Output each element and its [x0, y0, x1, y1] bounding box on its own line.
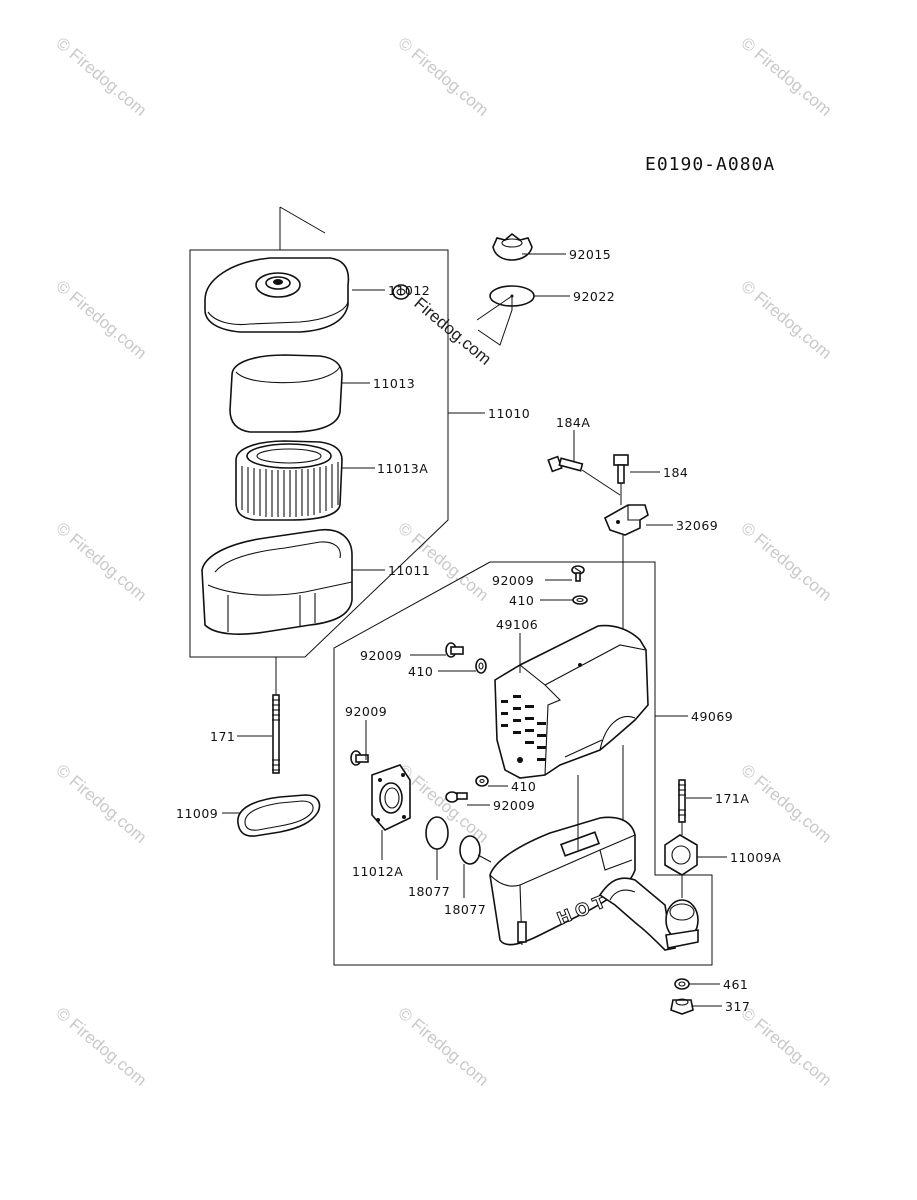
watermark: © Firedog.com	[52, 761, 150, 847]
exhaust-flange	[371, 764, 411, 831]
screen-disc-2	[459, 835, 481, 865]
part-label-410: 410	[509, 593, 534, 608]
breather-cap	[492, 232, 533, 261]
part-label-11013A: 11013A	[377, 461, 428, 476]
part-label-11009A: 11009A	[730, 850, 781, 865]
part-label-92009: 92009	[360, 648, 402, 663]
watermark-layer: © Firedog.com © Firedog.com © Firedog.co…	[52, 34, 835, 1090]
part-label-461: 461	[723, 977, 748, 992]
watermark: © Firedog.com	[737, 1004, 835, 1090]
watermark: © Firedog.com	[52, 519, 150, 605]
part-label-11009: 11009	[176, 806, 218, 821]
screw-left	[445, 642, 464, 658]
paper-element	[235, 440, 343, 521]
nut-461	[674, 978, 690, 990]
watermark-center: Firedog.com	[410, 294, 495, 369]
air-cleaner-base	[201, 529, 353, 635]
bolt-184a	[547, 455, 621, 496]
washer-top	[572, 595, 588, 605]
washer-lower	[475, 775, 489, 787]
part-label-11013: 11013	[373, 376, 415, 391]
muffler-cover	[494, 624, 649, 779]
pipe-gasket	[664, 834, 698, 876]
part-label-184: 184	[663, 465, 688, 480]
diagram-code: E0190-A080A	[645, 154, 775, 175]
part-label-171: 171	[210, 729, 235, 744]
watermark: © Firedog.com	[52, 1004, 150, 1090]
stud-bolt	[272, 657, 280, 774]
part-label-18077: 18077	[444, 902, 486, 917]
watermark: © Firedog.com	[394, 1004, 492, 1090]
air-cleaner-frame	[189, 206, 449, 658]
watermark: © Firedog.com	[737, 34, 835, 120]
watermark: © Firedog.com	[394, 34, 492, 120]
watermark: © Firedog.com	[52, 277, 150, 363]
washer-left	[475, 658, 487, 674]
muffler-frame	[333, 561, 713, 966]
bolt-184	[613, 454, 629, 505]
screen-disc-1	[425, 816, 449, 850]
part-label-92009: 92009	[345, 704, 387, 719]
stud-171a	[678, 779, 686, 835]
wing-nut	[392, 284, 410, 300]
pre-cleaner-element	[229, 354, 343, 433]
part-label-92009: 92009	[493, 798, 535, 813]
gasket	[237, 794, 321, 837]
part-label-92009: 92009	[492, 573, 534, 588]
watermark: © Firedog.com	[737, 277, 835, 363]
nut-317	[670, 998, 694, 1015]
part-label-410: 410	[511, 779, 536, 794]
part-label-171A: 171A	[715, 791, 749, 806]
air-cleaner-cover	[204, 257, 350, 333]
breather-plate	[476, 285, 535, 346]
leader-lines	[222, 253, 727, 1007]
part-labels: 11012 11013 11010 11013A 11011 92015 920…	[176, 247, 781, 1014]
muffler-body	[477, 745, 636, 946]
part-label-410: 410	[408, 664, 433, 679]
part-label-317: 317	[725, 999, 750, 1014]
part-label-184A: 184A	[556, 415, 590, 430]
part-label-49106: 49106	[496, 617, 538, 632]
watermark: © Firedog.com	[737, 519, 835, 605]
part-label-11010: 11010	[488, 406, 530, 421]
part-label-49069: 49069	[691, 709, 733, 724]
watermark: © Firedog.com	[737, 761, 835, 847]
watermark: © Firedog.com	[52, 34, 150, 120]
part-label-11012A: 11012A	[352, 864, 403, 879]
part-label-92022: 92022	[573, 289, 615, 304]
screw-flange	[350, 750, 369, 766]
screw-top	[571, 565, 585, 582]
part-label-18077: 18077	[408, 884, 450, 899]
exhaust-pipe	[598, 870, 699, 951]
part-label-11011: 11011	[388, 563, 430, 578]
part-label-32069: 32069	[676, 518, 718, 533]
part-label-92015: 92015	[569, 247, 611, 262]
part-label-11012: 11012	[388, 283, 430, 298]
screw-lower	[445, 791, 468, 803]
watermark: © Firedog.com	[394, 519, 492, 605]
